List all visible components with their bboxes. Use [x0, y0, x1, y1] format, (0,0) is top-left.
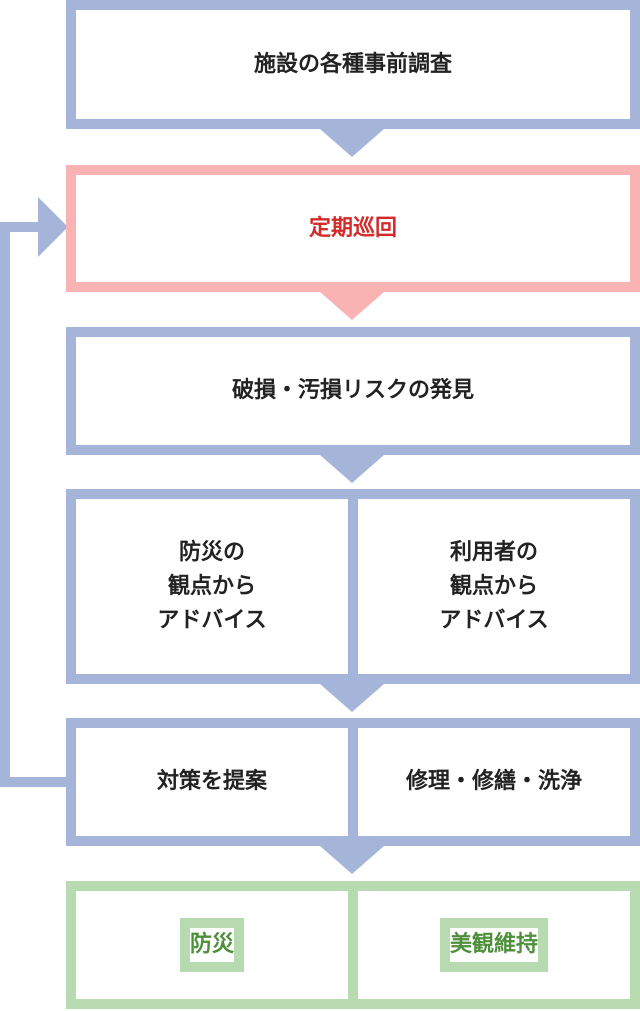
- step-survey-label: 施設の各種事前調査: [253, 51, 452, 77]
- loop-back-arrowhead: [38, 197, 68, 257]
- result-disaster-box: 防災: [66, 881, 358, 1009]
- step-repair-label: 修理・修繕・洗浄: [405, 769, 582, 794]
- result-disaster-label: 防災: [179, 918, 244, 972]
- result-beauty-label: 美観維持: [439, 918, 548, 972]
- step-patrol-label: 定期巡回: [308, 215, 397, 241]
- step-patrol-box: 定期巡回: [66, 165, 640, 292]
- arrow-advice-to-action: [320, 684, 384, 712]
- arrow-patrol-to-detect: [320, 292, 384, 320]
- step-advice-disaster-label: 防災の 観点から アドバイス: [157, 539, 267, 633]
- step-survey-box: 施設の各種事前調査: [66, 0, 640, 129]
- step-advice-disaster-box: 防災の 観点から アドバイス: [66, 489, 358, 684]
- step-propose-label: 対策を提案: [156, 769, 267, 794]
- loop-back-line: [0, 222, 68, 787]
- arrow-action-to-result: [320, 846, 384, 874]
- arrow-detect-to-advice: [320, 455, 384, 483]
- result-beauty-box: 美観維持: [348, 881, 640, 1009]
- step-advice-user-box: 利用者の 観点から アドバイス: [348, 489, 640, 684]
- step-detect-label: 破損・汚損リスクの発見: [231, 378, 474, 403]
- arrow-survey-to-patrol: [320, 129, 384, 157]
- step-advice-user-label: 利用者の 観点から アドバイス: [439, 539, 549, 633]
- step-repair-box: 修理・修繕・洗浄: [348, 718, 640, 846]
- step-propose-box: 対策を提案: [66, 718, 358, 846]
- step-detect-box: 破損・汚損リスクの発見: [66, 327, 640, 455]
